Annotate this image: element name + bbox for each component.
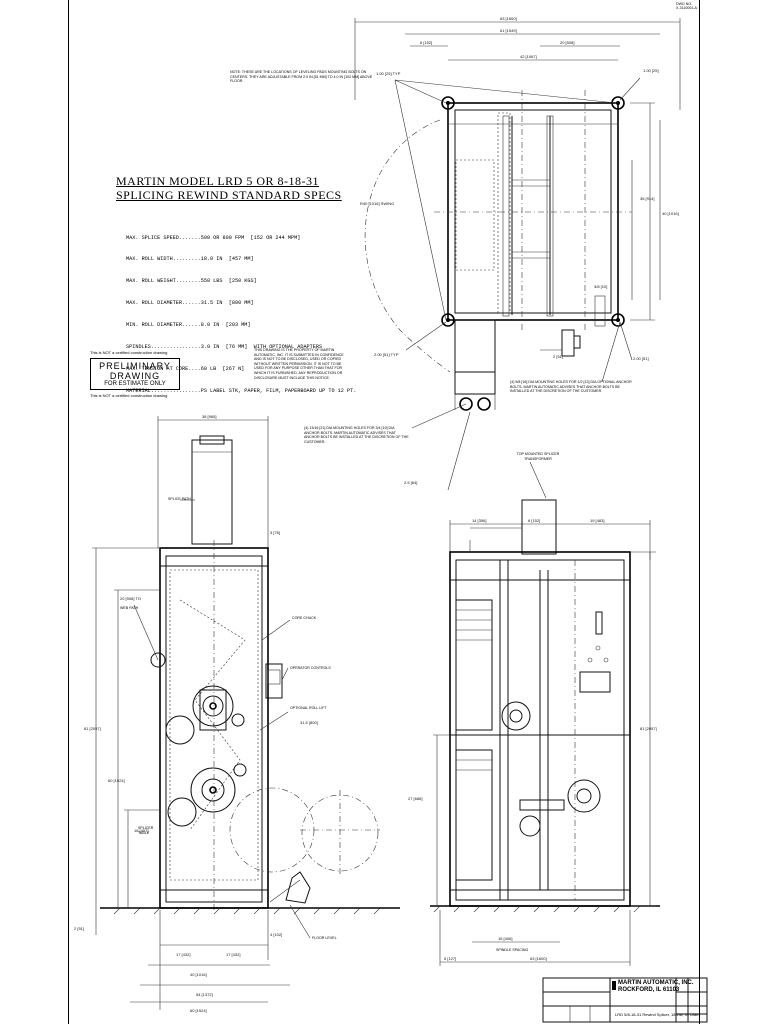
prelim-subtitle: FOR ESTIMATE ONLY — [104, 381, 166, 387]
svg-text:19 [483]: 19 [483] — [590, 518, 604, 523]
prelim-note-bottom: This is NOT a certified construction dra… — [90, 393, 168, 398]
drawing-number-value: X-3110001-A — [676, 6, 697, 10]
plan-note-mount: (4) 5/8 [16] DIA MOUNTING HOLES FOR 1/2 … — [510, 380, 632, 394]
side-view: 14 [356] 6 [152] 19 [483] 27 [686] 81 [2… — [408, 461, 660, 966]
svg-text:3/8 [10]: 3/8 [10] — [594, 284, 607, 289]
svg-text:5 [127]: 5 [127] — [444, 956, 456, 961]
svg-text:2.5 [64]: 2.5 [64] — [404, 480, 417, 485]
svg-text:60 [1524]: 60 [1524] — [108, 778, 125, 783]
svg-text:60 [1524]: 60 [1524] — [190, 1008, 207, 1013]
svg-text:17 [432]: 17 [432] — [226, 952, 240, 957]
svg-text:31.5 [800]: 31.5 [800] — [300, 720, 318, 725]
svg-text:1.00 [25] TYP: 1.00 [25] TYP — [376, 71, 401, 76]
plan-note-anchor: (4) 13/16 [21] DIA MOUNTING HOLES FOR 3/… — [304, 426, 409, 444]
svg-text:81 [2057]: 81 [2057] — [640, 726, 657, 731]
prelim-note-top: This is NOT a certified construction dra… — [90, 350, 168, 355]
title-block-description: LRD 5/8-18-31 Rewind Splicer, 18 inw, 31… — [615, 1012, 701, 1017]
right-border — [699, 0, 700, 1024]
svg-text:17 [432]: 17 [432] — [176, 952, 190, 957]
spec-row: MAX. SPLICE SPEED.......500 OR 800 FPM [… — [126, 234, 301, 241]
spec-title: MARTIN MODEL LRD 5 OR 8-18-31 SPLICING R… — [116, 174, 342, 202]
svg-text:2 [51]: 2 [51] — [74, 926, 84, 931]
left-border — [68, 0, 69, 1024]
svg-text:81 [2057]: 81 [2057] — [84, 726, 101, 731]
svg-text:40 [1016]: 40 [1016] — [662, 211, 679, 216]
callout-floor-level: FLOOR LEVEL — [312, 936, 337, 940]
proprietary-note: THIS DRAWING IS THE PROPERTY OF MARTIN A… — [254, 348, 344, 380]
svg-text:1.00 [25]: 1.00 [25] — [643, 68, 659, 73]
svg-text:18 [457]: 18 [457] — [134, 828, 148, 833]
svg-text:61 [1549]: 61 [1549] — [500, 28, 517, 33]
svg-text:27 [686]: 27 [686] — [408, 796, 422, 801]
callout-operator-controls: OPERATOR CONTROLS — [290, 666, 331, 670]
svg-text:6 [152]: 6 [152] — [528, 518, 540, 523]
svg-text:2 [51]: 2 [51] — [553, 354, 563, 359]
svg-text:42 [1067]: 42 [1067] — [520, 54, 537, 59]
svg-text:40 [1016]: 40 [1016] — [190, 972, 207, 977]
prelim-title: PRELIMINARY DRAWING — [99, 361, 171, 381]
plan-note-top: NOTE: THESE ARE THE LOCATIONS OF LEVELIN… — [230, 70, 373, 84]
spec-row: MAX. ROLL WIDTH.........18.0 IN [457 MM] — [126, 256, 254, 263]
callout-top-mounted: TOP MOUNTED SPLICER TRANSFORMER — [516, 452, 560, 461]
svg-text:2.00 [51]: 2.00 [51] — [633, 356, 649, 361]
svg-text:63 [1600]: 63 [1600] — [500, 16, 517, 21]
drawing-number: DWG NO. X-3110001-A — [676, 2, 697, 10]
spec-list: MAX. SPLICE SPEED.......500 OR 800 FPM [… — [126, 220, 356, 410]
svg-text:2.00 [51] TYP: 2.00 [51] TYP — [374, 352, 399, 357]
svg-text:4 [102]: 4 [102] — [270, 932, 282, 937]
svg-text:14 [356]: 14 [356] — [472, 518, 486, 523]
svg-text:54 [1372]: 54 [1372] — [196, 992, 213, 997]
callout-core-chuck: CORE CHUCK — [292, 616, 317, 620]
spec-row: MAX. ROLL WEIGHT........550 LBS [250 KGS… — [126, 278, 257, 285]
spec-row: MATERIAL................PS LABEL STK, PA… — [126, 387, 357, 394]
svg-text:38 [965]: 38 [965] — [202, 414, 216, 419]
spec-row: MAX. ROLL DIAMETER......31.5 IN [800 MM] — [126, 300, 254, 307]
plan-view: 63 [1600] 61 [1549] 6 [152] 20 [508] 42 … — [354, 16, 681, 491]
spec-row: MIN. ROLL DIAMETER......8.0 IN [203 MM] — [126, 322, 251, 329]
svg-text:R40 [1016] SWING: R40 [1016] SWING — [360, 201, 394, 206]
svg-text:6 [152]: 6 [152] — [420, 40, 432, 45]
spec-title-line1: MARTIN MODEL LRD 5 OR 8-18-31 — [116, 174, 319, 188]
prelim-box: PRELIMINARY DRAWING FOR ESTIMATE ONLY — [90, 358, 180, 390]
svg-text:36 [914]: 36 [914] — [640, 196, 654, 201]
svg-text:20 [508]: 20 [508] — [560, 40, 574, 45]
drawing-number-label: DWG NO. — [676, 2, 693, 6]
callout-web-path: WEB PATH — [120, 606, 139, 610]
spec-row: SPINDLES................3.0 IN [76 MM] W… — [126, 344, 323, 351]
callout-splicer-table: SPLICER TABLE — [138, 826, 154, 835]
callout-splice-path: SPLICE PATH — [168, 497, 191, 501]
callout-spindle-spacing: SPINDLE SPACING — [496, 948, 529, 952]
company-name: MARTIN AUTOMATIC, INC. — [618, 980, 694, 986]
svg-text:16 [406]: 16 [406] — [498, 936, 512, 941]
callout-optional-roll: OPTIONAL ROLL LIFT — [290, 706, 327, 710]
company-city: ROCKFORD, IL 61103 — [618, 987, 680, 993]
preliminary-stamp: This is NOT a certified construction dra… — [90, 350, 180, 398]
front-view: 38 [965] 81 [2057] 60 [1524] 18 [457] 17… — [74, 414, 400, 1013]
svg-text:3 [76]: 3 [76] — [270, 530, 280, 535]
title-block-company: MARTIN AUTOMATIC, INC. ROCKFORD, IL 6110… — [618, 980, 694, 994]
spec-title-line2: SPLICING REWIND STANDARD SPECS — [116, 188, 342, 202]
svg-text:63 [1600]: 63 [1600] — [530, 956, 547, 961]
spec-row: MAX. TENSION AT CORE....60 LB [267 N] — [126, 365, 245, 372]
svg-text:20 [508] TO: 20 [508] TO — [120, 596, 141, 601]
